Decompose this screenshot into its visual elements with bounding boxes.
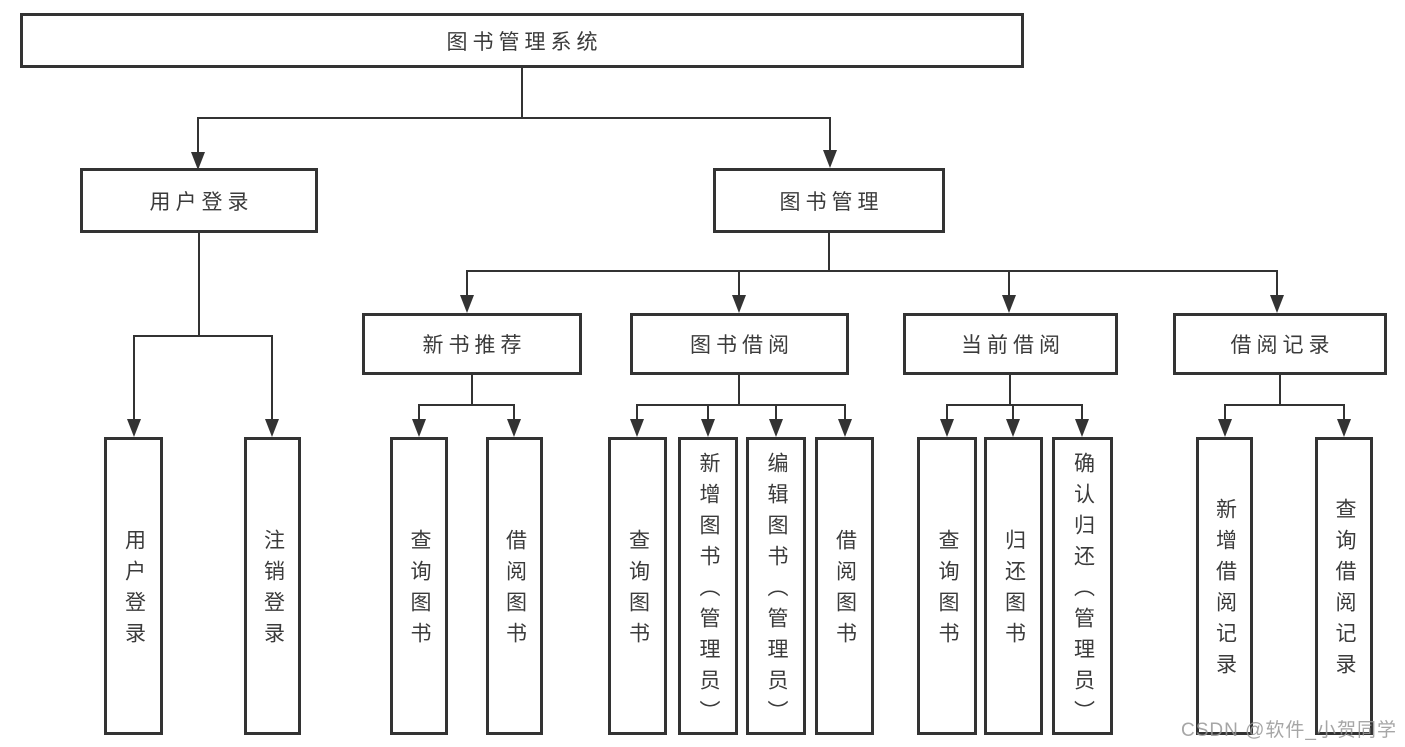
- edge-book-management-to-level3: [466, 233, 1278, 296]
- node-leaf-edit-books-admin: 编辑图书（管理员）: [746, 437, 806, 735]
- connector-arrowhead: [1006, 419, 1020, 437]
- node-leaf-return-books: 归还图书: [984, 437, 1043, 735]
- connector-arrowhead: [412, 419, 426, 437]
- node-book-management: 图书管理: [713, 168, 945, 233]
- node-user-login: 用户登录: [80, 168, 318, 233]
- node-root: 图书管理系统: [20, 13, 1024, 68]
- connector-arrowhead: [1002, 295, 1016, 313]
- connector-arrowhead: [630, 419, 644, 437]
- connector-arrowhead: [823, 150, 837, 168]
- node-current-borrowing: 当前借阅: [903, 313, 1118, 375]
- node-borrowing-records: 借阅记录: [1173, 313, 1387, 375]
- connector-arrowhead: [701, 419, 715, 437]
- connector-arrowhead: [127, 419, 141, 437]
- connector-arrowhead: [1270, 295, 1284, 313]
- edge-borrowing-records-to-leaves: [1224, 375, 1345, 420]
- connector-arrowhead: [191, 152, 205, 170]
- connector-arrowhead: [265, 419, 279, 437]
- edge-new-book-recommendation-to-leaves: [418, 375, 515, 420]
- edge-book-borrowing-to-leaves: [636, 375, 846, 420]
- edge-current-borrowing-to-leaves: [946, 375, 1083, 420]
- connector-arrowhead: [1218, 419, 1232, 437]
- node-leaf-add-borrow-record: 新增借阅记录: [1196, 437, 1253, 735]
- node-leaf-logout: 注销登录: [244, 437, 301, 735]
- node-leaf-confirm-return-admin: 确认归还（管理员）: [1052, 437, 1113, 735]
- node-leaf-borrow-books: 借阅图书: [815, 437, 874, 735]
- connector-arrowhead: [507, 419, 521, 437]
- edge-user-login-to-leaves: [133, 233, 273, 420]
- connector-arrowhead: [940, 419, 954, 437]
- node-leaf-query-books-current: 查询图书: [917, 437, 977, 735]
- connector-arrowhead: [460, 295, 474, 313]
- node-leaf-user-login: 用户登录: [104, 437, 163, 735]
- node-leaf-borrow-books-recommend: 借阅图书: [486, 437, 543, 735]
- node-leaf-query-books-borrow: 查询图书: [608, 437, 667, 735]
- connector-arrowhead: [732, 295, 746, 313]
- edge-root-to-level2: [197, 68, 831, 153]
- connector-arrowhead: [1337, 419, 1351, 437]
- node-leaf-query-books-recommend: 查询图书: [390, 437, 448, 735]
- connector-arrowhead: [838, 419, 852, 437]
- node-book-borrowing: 图书借阅: [630, 313, 849, 375]
- node-leaf-add-books-admin: 新增图书（管理员）: [678, 437, 738, 735]
- connector-arrowhead: [769, 419, 783, 437]
- node-leaf-query-borrow-record: 查询借阅记录: [1315, 437, 1373, 735]
- connector-arrowhead: [1075, 419, 1089, 437]
- node-new-book-recommendation: 新书推荐: [362, 313, 582, 375]
